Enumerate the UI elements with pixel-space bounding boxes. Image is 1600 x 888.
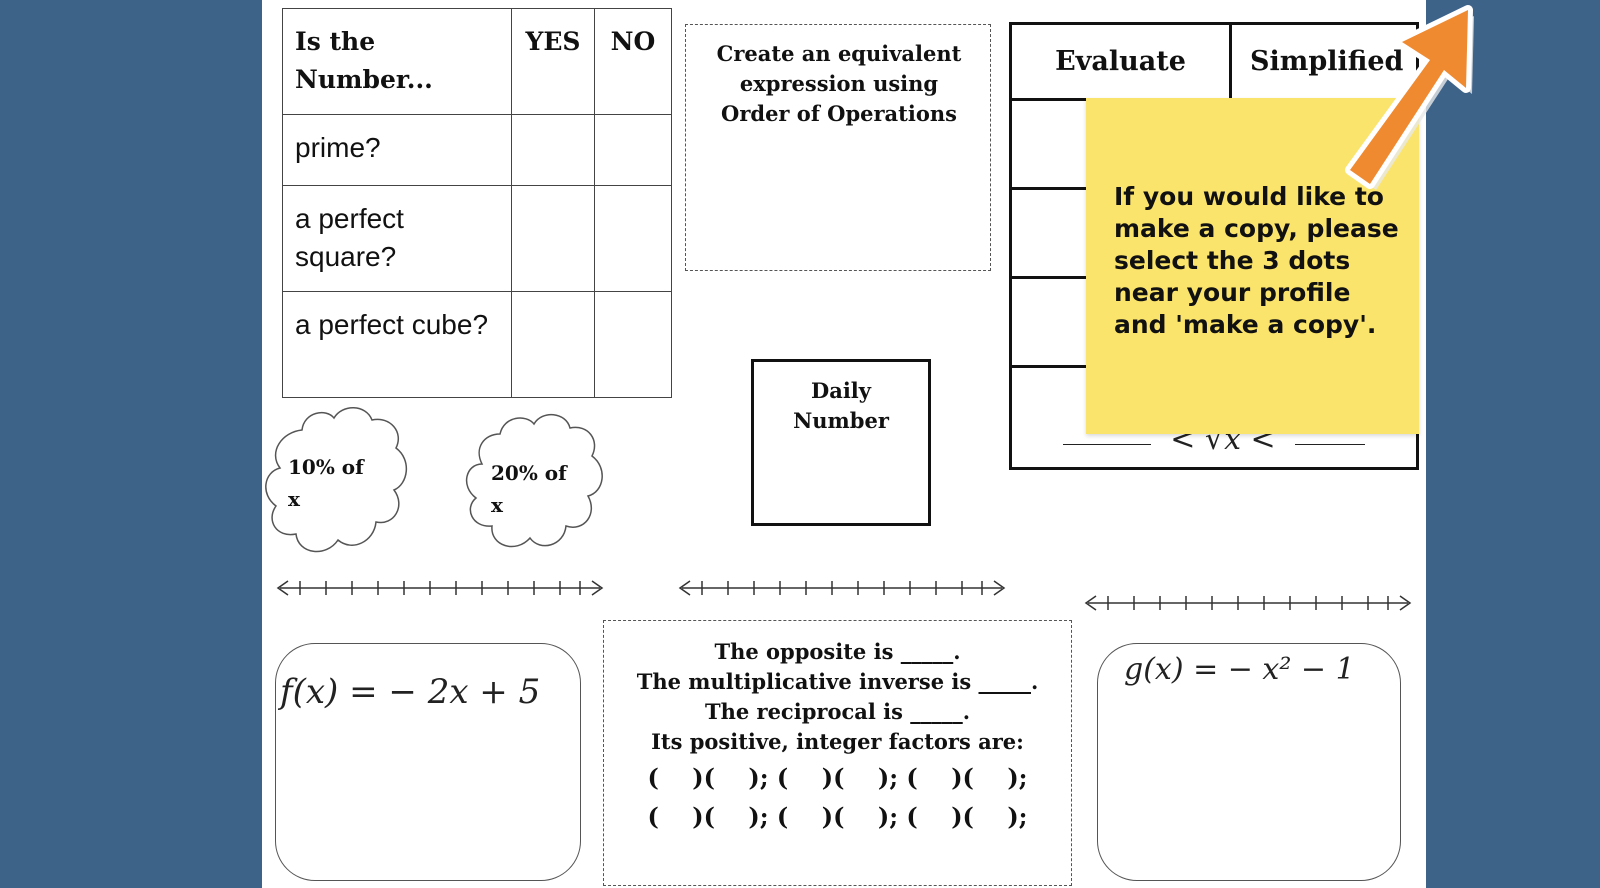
properties-line: Its positive, integer factors are: [651,729,1024,754]
properties-line: The multiplicative inverse is _____. [636,669,1039,694]
number-properties-box[interactable]: The opposite is _____. The multiplicativ… [603,620,1072,886]
table-cell-yes[interactable] [511,291,595,398]
table-header-question: Is the Number... [282,8,512,115]
table-row-label: a perfect square? [282,185,512,292]
table-header-yes: YES [511,8,595,115]
table-row-label: a perfect cube? [282,291,512,398]
cloud-20-percent [465,414,603,548]
table-row-label: prime? [282,114,512,186]
cloud-10-percent [265,407,407,553]
equivalent-expression-prompt: Create an equivalent expression using Or… [716,41,962,126]
properties-line: The opposite is _____. [714,639,961,664]
number-line-1 [276,580,604,596]
table-cell-yes[interactable] [511,185,595,292]
function-f-box[interactable]: f(x) = − 2x + 5 [275,643,581,881]
sticky-note-text: If you would like to make a copy, please… [1114,182,1399,339]
number-line-2 [678,580,1006,596]
number-line-3 [1084,595,1412,611]
function-g-box[interactable]: g(x) = − x² − 1 [1097,643,1401,881]
equivalent-expression-box[interactable]: Create an equivalent expression using Or… [685,24,991,271]
table-cell-yes[interactable] [511,114,595,186]
table-cell-no[interactable] [594,114,672,186]
evaluate-header: Evaluate [1009,22,1232,101]
daily-number-box[interactable]: Daily Number [751,359,931,526]
arrow-pointer-icon [1345,5,1474,190]
factor-pairs-line: ( )( ); ( )( ); ( )( ); [647,802,1028,831]
properties-line: The reciprocal is _____. [704,699,971,724]
daily-number-label: Daily Number [793,378,889,433]
table-header-no: NO [594,8,672,115]
function-g-expression: g(x) = − x² − 1 [1124,652,1355,687]
table-cell-no[interactable] [594,291,672,398]
table-cell-no[interactable] [594,185,672,292]
function-f-expression: f(x) = − 2x + 5 [280,672,541,712]
number-properties-table: Is the Number... YES NO prime? a perfect… [282,8,672,398]
factor-pairs-line: ( )( ); ( )( ); ( )( ); [647,763,1028,792]
